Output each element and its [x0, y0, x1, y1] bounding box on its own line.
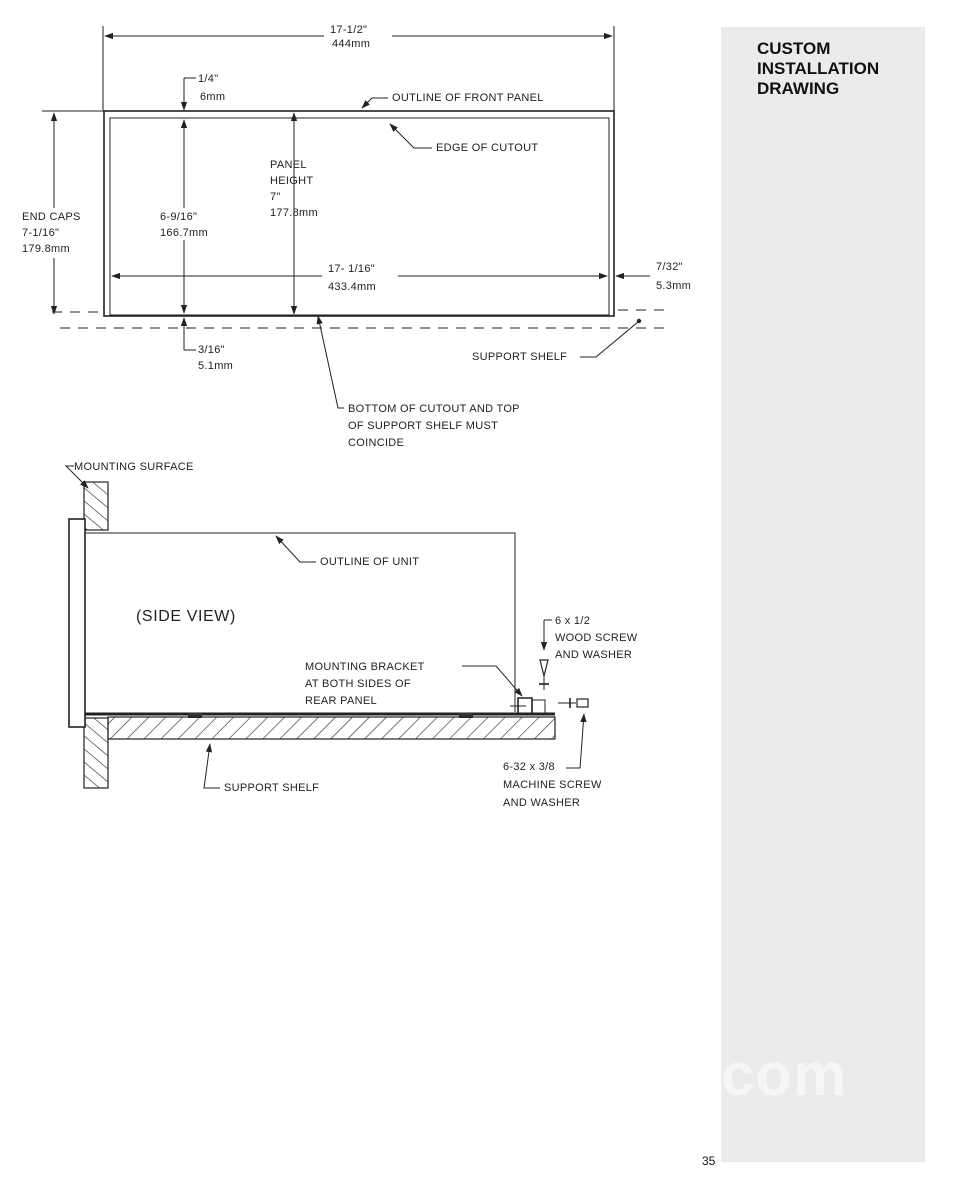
side-view: MOUNTING SURFACE OUTLINE OF UNIT (SIDE V…	[64, 461, 638, 809]
mounting-surface-upper	[83, 481, 109, 531]
sidebar-title-line-2: INSTALLATION	[757, 59, 880, 78]
machine-screw-line3: AND WASHER	[503, 797, 580, 809]
mounting-surface-lower	[83, 717, 109, 789]
cutout-height-mm: 166.7mm	[160, 227, 208, 239]
bottom-note-line3: COINCIDE	[348, 437, 404, 449]
support-shelf-side	[107, 716, 556, 740]
sidebar-title: CUSTOM INSTALLATION DRAWING	[757, 39, 879, 99]
panel-height-line2: HEIGHT	[270, 175, 313, 187]
mounting-bracket-line3: REAR PANEL	[305, 695, 377, 707]
support-shelf-front-leader	[580, 321, 639, 358]
support-shelf-front-label: SUPPORT SHELF	[472, 351, 567, 363]
overall-width-mm: 444mm	[332, 38, 370, 50]
bottom-offset-in: 3/16"	[198, 344, 225, 356]
unit-foot-rear	[459, 713, 473, 718]
machine-screw-leader	[566, 713, 587, 769]
top-offset-in: 1/4"	[198, 73, 218, 85]
front-view: 17-1/2" 444mm 1/4" 6mm OUTLINE OF FRONT …	[20, 24, 691, 449]
sidebar-panel: CUSTOM INSTALLATION DRAWING com	[721, 27, 925, 1162]
panel-height-mm: 177.8mm	[270, 207, 318, 219]
front-panel-side	[68, 518, 86, 728]
bottom-note-line2: OF SUPPORT SHELF MUST	[348, 420, 498, 432]
cutout-edge-outline	[109, 117, 610, 316]
bracket-tab	[532, 699, 546, 713]
edge-cutout-leader	[389, 123, 432, 149]
sidebar-title-line-3: DRAWING	[757, 79, 840, 98]
end-caps-mm: 179.8mm	[22, 243, 70, 255]
top-offset-mm: 6mm	[200, 91, 225, 103]
cutout-width-mm: 433.4mm	[328, 281, 376, 293]
cutout-width-in: 17- 1/16"	[328, 263, 375, 275]
side-offset-in: 7/32"	[656, 261, 683, 273]
wood-screw-line1: 6 x 1/2	[555, 615, 590, 627]
mounting-surface-leader	[64, 465, 89, 489]
wood-screw-line3: AND WASHER	[555, 649, 632, 661]
machine-screw-line2: MACHINE SCREW	[503, 779, 602, 791]
cutout-height-in: 6-9/16"	[160, 211, 197, 223]
support-shelf-side-leader	[203, 743, 220, 789]
mounting-bracket-line2: AT BOTH SIDES OF	[305, 678, 411, 690]
panel-height-in: 7"	[270, 191, 281, 203]
machine-screw-line1: 6-32 x 3/8	[503, 761, 555, 773]
unit-foot-front	[188, 713, 202, 718]
end-caps-label-bg	[20, 208, 98, 258]
side-view-title: (SIDE VIEW)	[136, 608, 236, 625]
mounting-surface-label: MOUNTING SURFACE	[74, 461, 194, 473]
bottom-note-line1: BOTTOM OF CUTOUT AND TOP	[348, 403, 520, 415]
outline-unit-label: OUTLINE OF UNIT	[320, 556, 419, 568]
outline-front-panel-leader	[361, 97, 388, 109]
outline-front-panel-label: OUTLINE OF FRONT PANEL	[392, 92, 544, 104]
mounting-bracket-line1: MOUNTING BRACKET	[305, 661, 425, 673]
panel-height-line1: PANEL	[270, 159, 307, 171]
support-shelf-front-dot	[636, 318, 642, 324]
bottom-note-leader	[316, 315, 344, 409]
sidebar-title-line-1: CUSTOM	[757, 39, 831, 58]
side-offset-mm: 5.3mm	[656, 280, 691, 292]
unit-outline	[85, 532, 516, 712]
machine-screw-head	[576, 698, 589, 708]
page-number: 35	[702, 1154, 716, 1168]
watermark-text: com	[721, 1041, 848, 1108]
end-caps-in: 7-1/16"	[22, 227, 59, 239]
front-panel-outline	[103, 110, 615, 317]
bottom-offset-mm: 5.1mm	[198, 360, 233, 372]
support-shelf-side-label: SUPPORT SHELF	[224, 782, 319, 794]
overall-width-in: 17-1/2"	[330, 24, 367, 36]
end-caps-label: END CAPS	[22, 211, 81, 223]
wood-screw-line2: WOOD SCREW	[555, 632, 638, 644]
mounting-bracket-leader	[462, 665, 523, 697]
edge-cutout-label: EDGE OF CUTOUT	[436, 142, 538, 154]
wood-screw-head	[539, 659, 549, 677]
cutout-height-label-bg	[158, 208, 224, 240]
outline-unit-leader	[275, 535, 316, 563]
